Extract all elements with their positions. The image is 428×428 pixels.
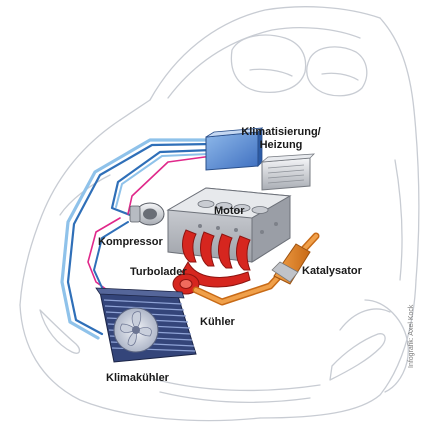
kuehler-label: Kühler: [200, 316, 235, 328]
engine-block: [166, 187, 292, 263]
hvac-units: [205, 127, 316, 191]
motor-label: Motor: [214, 205, 245, 217]
heizung-label-line2: Heizung: [259, 139, 303, 151]
kompressor-label: Kompressor: [98, 236, 163, 248]
car-body-outline: [19, 6, 420, 422]
compressor: [129, 202, 165, 226]
katalysator-label: Katalysator: [302, 265, 362, 277]
turbolader-label: Turbolader: [130, 266, 187, 278]
turbocharger: [172, 229, 251, 295]
klimatisierung-heizung-label: Klimatisierung/ Heizung: [228, 126, 334, 152]
ac-lines: [60, 138, 214, 340]
klimakuehler-label: Klimakühler: [106, 372, 169, 384]
exhaust-pipe: [192, 232, 320, 306]
klimatisierung-label-line1: Klimatisierung/: [241, 126, 321, 138]
illustration-credit: Infografik: Axel Kock: [408, 304, 415, 368]
radiator: [95, 287, 197, 363]
